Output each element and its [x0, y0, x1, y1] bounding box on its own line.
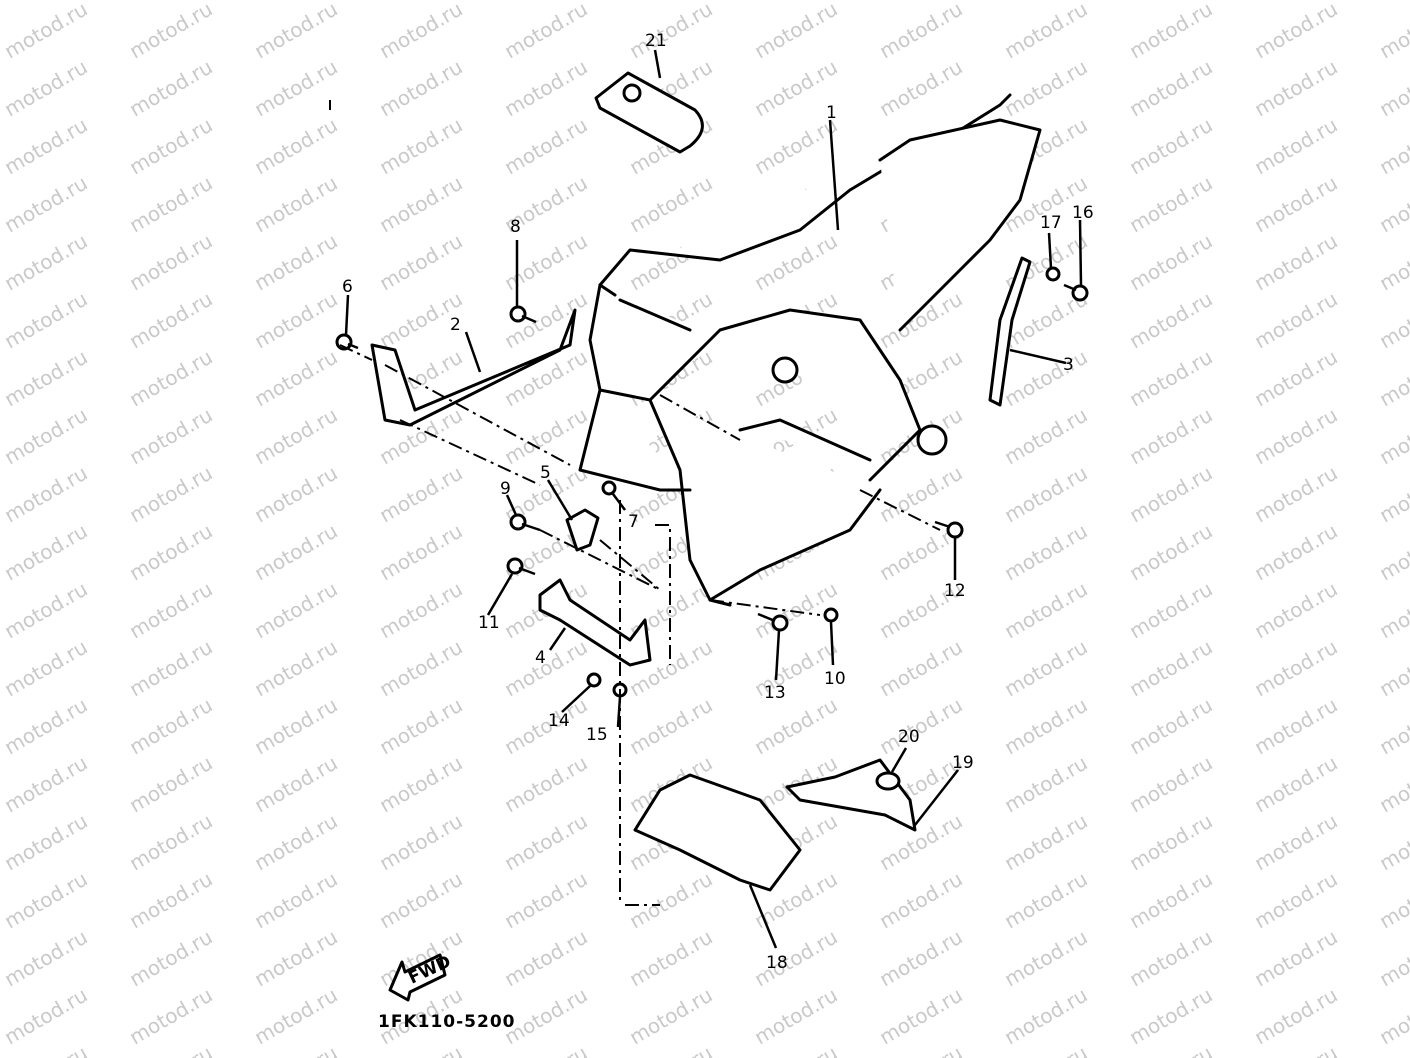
callout-12: 12 [944, 581, 966, 601]
callout-1: 1 [826, 103, 837, 123]
fwd-arrow-icon: FWD [388, 952, 454, 1002]
part-1-frame[interactable] [578, 93, 1042, 607]
callout-4: 4 [535, 648, 546, 668]
callout-3: 3 [1063, 355, 1074, 375]
callout-21: 21 [645, 31, 667, 51]
part-5-plate[interactable] [565, 508, 600, 552]
part-11-bolt[interactable] [506, 557, 536, 576]
callout-16: 16 [1072, 203, 1094, 223]
diagram-code: 1FK110-5200 [378, 1012, 516, 1032]
callout-10: 10 [824, 669, 846, 689]
callout-20: 20 [898, 727, 920, 747]
callout-5: 5 [540, 463, 551, 483]
part-6-bolt[interactable] [335, 333, 359, 351]
callout-2: 2 [450, 315, 461, 335]
callout-labels: 21 1 2 3 4 5 6 7 8 9 10 11 12 13 14 15 1… [342, 31, 1094, 973]
callout-11: 11 [478, 613, 500, 633]
part-17-washer[interactable] [1045, 266, 1061, 282]
centerlines [329, 100, 941, 906]
part-3-down-tube[interactable] [988, 256, 1032, 407]
callout-18: 18 [766, 953, 788, 973]
part-12-bolt[interactable] [934, 520, 964, 539]
part-20-damper[interactable] [875, 771, 901, 791]
callout-19: 19 [952, 753, 974, 773]
part-14-nut[interactable] [586, 672, 602, 688]
part-10-nut[interactable] [823, 607, 839, 623]
callout-6: 6 [342, 277, 353, 297]
part-13-bolt[interactable] [757, 612, 789, 632]
part-18-cover[interactable] [633, 773, 802, 892]
part-19-cover[interactable] [785, 758, 917, 832]
part-8-bolt[interactable] [509, 305, 537, 324]
part-7-nut[interactable] [601, 480, 617, 496]
callout-14: 14 [548, 711, 570, 731]
callout-8: 8 [510, 217, 521, 237]
callout-9: 9 [500, 479, 511, 499]
callout-15: 15 [586, 725, 608, 745]
callout-13: 13 [764, 683, 786, 703]
callout-17: 17 [1040, 213, 1062, 233]
part-4-bracket[interactable] [538, 578, 652, 667]
part-16-bolt[interactable] [1063, 283, 1089, 302]
part-9-bolt[interactable] [509, 513, 541, 532]
part-2-down-tube[interactable] [370, 308, 577, 427]
callout-7: 7 [628, 512, 639, 532]
part-21-cap[interactable] [594, 71, 704, 154]
fasteners [335, 266, 1089, 698]
